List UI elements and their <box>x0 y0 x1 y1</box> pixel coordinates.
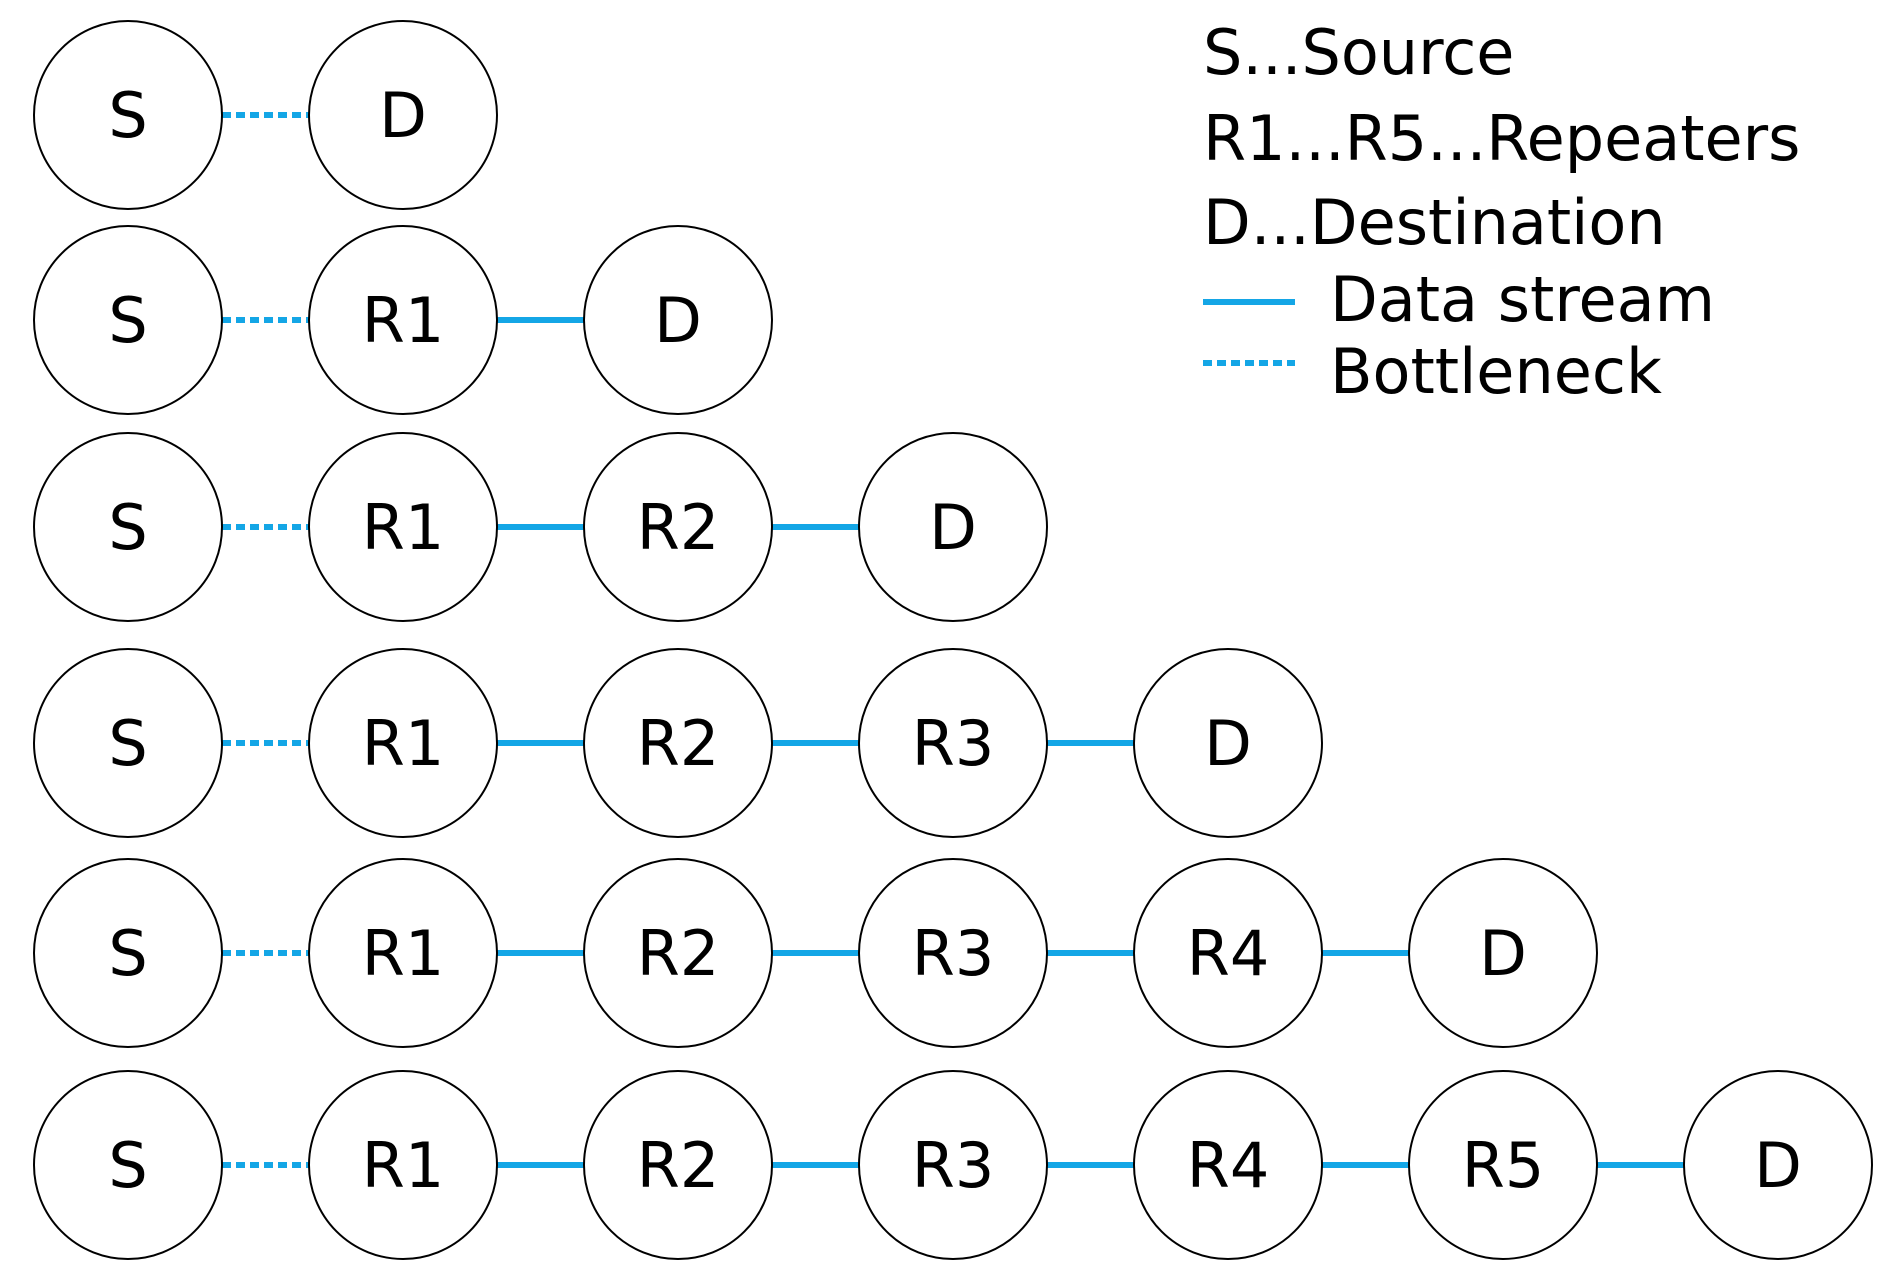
destination-node-circle <box>308 20 498 210</box>
repeater-node-circle <box>1133 1070 1323 1260</box>
legend: S...Source R1...R5...Repeaters D...Desti… <box>1203 16 1800 408</box>
source-node: S <box>33 1070 223 1260</box>
repeater-node-circle <box>858 1070 1048 1260</box>
repeater-node-label: R1 <box>362 284 445 357</box>
repeater-node-label: R5 <box>1462 1129 1545 1202</box>
repeater-node-label: R3 <box>912 1129 995 1202</box>
repeater-node-circle <box>583 648 773 838</box>
chain-row-3: S R1 R2 D <box>33 432 1048 622</box>
legend-repeaters-text: R1...R5...Repeaters <box>1203 102 1800 175</box>
repeater-node-label: R2 <box>637 491 720 564</box>
repeater-node: R1 <box>308 858 498 1048</box>
repeater-node-label: R4 <box>1187 1129 1270 1202</box>
repeater-node: R2 <box>583 1070 773 1260</box>
repeater-node-label: R1 <box>362 1129 445 1202</box>
repeater-node-circle <box>583 858 773 1048</box>
destination-node: D <box>583 225 773 415</box>
legend-bottleneck-text: Bottleneck <box>1330 335 1662 408</box>
repeater-node: R4 <box>1133 1070 1323 1260</box>
source-node-circle <box>33 648 223 838</box>
source-node: S <box>33 648 223 838</box>
destination-node-label: D <box>1204 707 1252 780</box>
source-node-circle <box>33 20 223 210</box>
source-node-circle <box>33 432 223 622</box>
repeater-node: R1 <box>308 1070 498 1260</box>
repeater-node-label: R1 <box>362 491 445 564</box>
repeater-node: R3 <box>858 858 1048 1048</box>
source-node: S <box>33 432 223 622</box>
repeater-node-label: R1 <box>362 707 445 780</box>
legend-data-stream-text: Data stream <box>1330 263 1715 336</box>
source-node: S <box>33 20 223 210</box>
repeater-node: R1 <box>308 225 498 415</box>
repeater-node: R4 <box>1133 858 1323 1048</box>
destination-node: D <box>1683 1070 1873 1260</box>
repeater-node-circle <box>583 1070 773 1260</box>
repeater-node: R2 <box>583 648 773 838</box>
repeater-node: R2 <box>583 858 773 1048</box>
destination-node-label: D <box>654 284 702 357</box>
repeater-node-circle <box>308 1070 498 1260</box>
repeater-node-label: R3 <box>912 917 995 990</box>
source-node-label: S <box>108 491 147 564</box>
repeater-node-circle <box>858 858 1048 1048</box>
repeater-node-label: R4 <box>1187 917 1270 990</box>
repeater-node: R2 <box>583 432 773 622</box>
repeater-node-circle <box>308 858 498 1048</box>
repeater-node: R5 <box>1408 1070 1598 1260</box>
chain-row-5: S R1 R2 R3 R4 D <box>33 858 1598 1048</box>
repeater-node-label: R2 <box>637 707 720 780</box>
destination-node-label: D <box>929 491 977 564</box>
chain-row-6: S R1 R2 R3 R4 R5 D <box>33 1070 1873 1260</box>
repeater-node-label: R1 <box>362 917 445 990</box>
destination-node-circle <box>858 432 1048 622</box>
repeater-node: R1 <box>308 648 498 838</box>
chain-row-4: S R1 R2 R3 D <box>33 648 1323 838</box>
repeater-node-circle <box>858 648 1048 838</box>
destination-node: D <box>1133 648 1323 838</box>
source-node-circle <box>33 1070 223 1260</box>
repeater-node-circle <box>1133 858 1323 1048</box>
source-node-label: S <box>108 79 147 152</box>
repeater-node-circle <box>308 432 498 622</box>
destination-node-circle <box>1408 858 1598 1048</box>
repeater-node-circle <box>583 432 773 622</box>
source-node-label: S <box>108 917 147 990</box>
destination-node-circle <box>583 225 773 415</box>
source-node-circle <box>33 858 223 1048</box>
repeater-node: R3 <box>858 648 1048 838</box>
destination-node: D <box>1408 858 1598 1048</box>
destination-node-circle <box>1133 648 1323 838</box>
repeater-node-label: R3 <box>912 707 995 780</box>
legend-destination-text: D...Destination <box>1203 186 1666 259</box>
destination-node-label: D <box>1754 1129 1802 1202</box>
legend-source-text: S...Source <box>1203 16 1514 89</box>
source-node-label: S <box>108 284 147 357</box>
repeater-node-circle <box>308 225 498 415</box>
destination-node-circle <box>1683 1070 1873 1260</box>
repeater-node: R3 <box>858 1070 1048 1260</box>
destination-node-label: D <box>1479 917 1527 990</box>
destination-node: D <box>858 432 1048 622</box>
repeater-node-circle <box>308 648 498 838</box>
destination-node-label: D <box>379 79 427 152</box>
chain-row-2: S R1 D <box>33 225 773 415</box>
source-node: S <box>33 858 223 1048</box>
repeater-node-circle <box>1408 1070 1598 1260</box>
source-node: S <box>33 225 223 415</box>
repeater-node-label: R2 <box>637 1129 720 1202</box>
destination-node: D <box>308 20 498 210</box>
source-node-circle <box>33 225 223 415</box>
source-node-label: S <box>108 1129 147 1202</box>
source-node-label: S <box>108 707 147 780</box>
repeater-node-label: R2 <box>637 917 720 990</box>
repeater-node: R1 <box>308 432 498 622</box>
